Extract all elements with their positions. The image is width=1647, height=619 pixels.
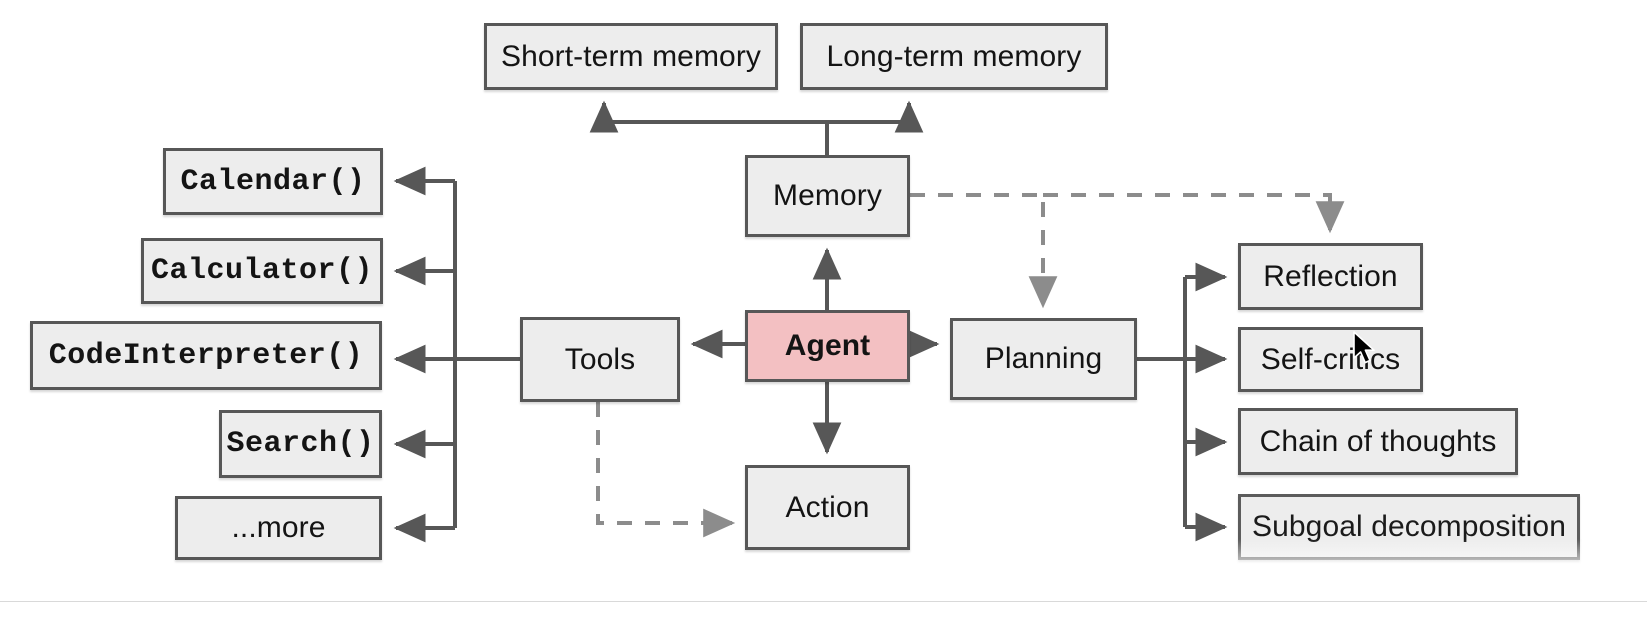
node-calculator[interactable]: Calculator() — [141, 238, 383, 304]
edge-memory-to-long-term — [827, 100, 924, 133]
edge-memory-to-short-term — [589, 100, 829, 155]
node-label: Tools — [564, 342, 636, 376]
edge-memory-to-planning-dashed — [910, 193, 1058, 309]
node-label: Calculator() — [150, 254, 374, 288]
bottom-divider — [0, 601, 1647, 602]
node-code-interpreter[interactable]: CodeInterpreter() — [30, 321, 382, 390]
node-action[interactable]: Action — [745, 465, 910, 550]
node-search[interactable]: Search() — [219, 410, 382, 478]
node-short-term-memory[interactable]: Short-term memory — [484, 23, 778, 90]
node-label: Agent — [784, 329, 871, 362]
node-label: Memory — [773, 179, 882, 212]
left-margin — [0, 0, 8, 619]
node-label: Long-term memory — [826, 39, 1082, 73]
node-self-critics[interactable]: Self-critics — [1238, 327, 1423, 392]
edge-memory-to-reflection-dashed — [1043, 193, 1345, 234]
node-label: Search() — [226, 427, 375, 461]
node-calendar[interactable]: Calendar() — [163, 148, 383, 215]
node-label: Short-term memory — [500, 39, 762, 73]
node-subgoal-decomposition[interactable]: Subgoal decomposition — [1235, 494, 1591, 567]
node-label: Action — [785, 490, 870, 524]
node-reflection[interactable]: Reflection — [1238, 243, 1423, 310]
node-planning[interactable]: Planning — [950, 318, 1137, 400]
node-label: Reflection — [1263, 259, 1398, 293]
node-label: Self-critics — [1260, 342, 1401, 376]
node-label: Planning — [984, 342, 1103, 375]
node-more[interactable]: ...more — [175, 496, 382, 560]
node-label: Subgoal decomposition — [1252, 510, 1566, 543]
edge-tools-to-action-dashed — [596, 402, 736, 538]
node-long-term-memory[interactable]: Long-term memory — [800, 23, 1108, 90]
node-label: Chain of thoughts — [1259, 424, 1497, 458]
node-memory[interactable]: Memory — [745, 155, 910, 237]
node-tools[interactable]: Tools — [520, 317, 680, 402]
node-label: Calendar() — [180, 164, 366, 199]
node-label: CodeInterpreter() — [48, 338, 364, 373]
node-chain-of-thoughts[interactable]: Chain of thoughts — [1238, 408, 1518, 475]
node-agent[interactable]: Agent — [745, 310, 910, 382]
node-label: ...more — [231, 511, 326, 544]
